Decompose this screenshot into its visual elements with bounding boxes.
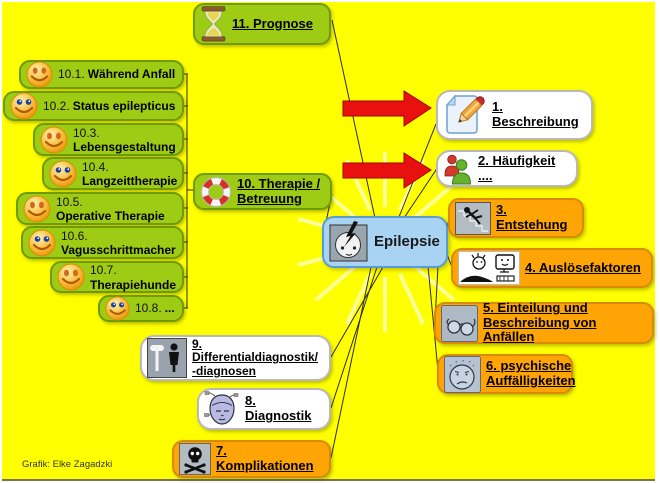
topic-label: 5. Einteilung und Beschreibung von Anfäl… [483,300,597,345]
subtopic-label: 10.7.Therapiehunde [90,263,177,292]
topic-11-prognose[interactable]: 11. Prognose [193,3,331,45]
hourglass-icon [200,6,227,42]
center-node-epilepsie[interactable]: Epilepsie [322,216,448,268]
smiley-icon [28,229,56,257]
topic-label: 10. Therapie / Betreuung [237,175,321,206]
topic-label: 3. Entstehung [496,202,568,232]
topic-1-beschreibung[interactable]: 1. Beschreibung [436,90,593,140]
topic-label: 7. Komplikationen [216,443,314,473]
topic-label: 8. Diagnostik [245,393,312,423]
subtopic-label: 10.5.Operative Therapie [56,194,165,224]
topic-7-komplikationen[interactable]: 7. Komplikationen [172,440,331,478]
topic-label: 1. Beschreibung [492,99,579,129]
subtopic-10-1[interactable]: 10.1.Während Anfall [19,60,184,89]
smiley-icon [23,195,51,223]
subtopic-label: 10.1.Während Anfall [58,67,176,82]
subtopic-10-2[interactable]: 10.2.Status epilepticus [3,91,184,121]
smiley-icon [105,296,130,321]
topic-2-haeufigkeit[interactable]: 2. Häufigkeit .... [436,150,578,187]
topic-label: 6. psychische Auffälligkeiten [486,358,576,388]
topic-label: 11. Prognose [232,15,313,31]
lifebuoy-icon [200,176,232,208]
subtopic-10-5[interactable]: 10.5.Operative Therapie [16,192,184,225]
topic-9-differentialdiagnostik[interactable]: 9. Differentialdiagnostik/ -diagnosen [140,335,331,381]
eyeglasses-icon [441,304,478,342]
smiley-icon [57,263,85,291]
smiley-icon [10,92,38,120]
topic-label: 4. Auslösefaktoren [525,259,641,275]
subtopic-label: 10.8.... [135,301,175,316]
center-label: Epilepsie [374,232,440,250]
smiley-icon [40,126,68,154]
smiley-icon [49,160,77,188]
subtopic-10-8[interactable]: 10.8.... [98,295,184,322]
falling-person-icon [455,201,491,235]
subtopic-label: 10.3.Lebensgestaltung [73,125,176,155]
topic-label: 9. Differentialdiagnostik/ -diagnosen [192,336,319,378]
emphasis-arrow-2 [342,152,432,189]
subtopic-label: 10.2.Status epilepticus [43,98,176,113]
subtopic-10-3[interactable]: 10.3.Lebensgestaltung [33,123,184,156]
subtopic-10-7[interactable]: 10.7.Therapiehunde [50,261,184,293]
subtopic-10-6[interactable]: 10.6.Vagusschrittmacher [21,226,184,259]
topic-label: 2. Häufigkeit .... [478,152,556,183]
computer-cartoon-icon [458,251,520,285]
subtopic-10-4[interactable]: 10.4.Langzeittherapie [42,157,184,190]
two-people-icon [443,153,473,185]
topic-10-therapie[interactable]: 10. Therapie / Betreuung [193,173,332,210]
credit-caption: Grafik: Elke Zagadzki [22,459,113,470]
topic-6-psychische[interactable]: 6. psychische Auffälligkeiten [437,354,576,394]
topic-4-ausloesefaktoren[interactable]: 4. Auslösefaktoren [451,248,653,288]
eeg-head-icon [204,390,240,428]
power-socket-lightning-icon [329,221,369,263]
pencil-document-icon [443,93,487,137]
topic-5-einteilung[interactable]: 5. Einteilung und Beschreibung von Anfäl… [434,300,654,345]
restroom-sign-icon [147,338,187,378]
emphasis-arrow-1 [342,90,432,127]
topic-8-diagnostik[interactable]: 8. Diagnostik [197,388,331,430]
subtopic-label: 10.4.Langzeittherapie [82,159,178,189]
subtopic-label: 10.6.Vagusschrittmacher [61,228,176,258]
worried-face-icon [444,355,481,393]
skull-crossbones-icon [179,443,211,475]
topic-3-entstehung[interactable]: 3. Entstehung [448,198,584,238]
smiley-icon [26,61,53,88]
